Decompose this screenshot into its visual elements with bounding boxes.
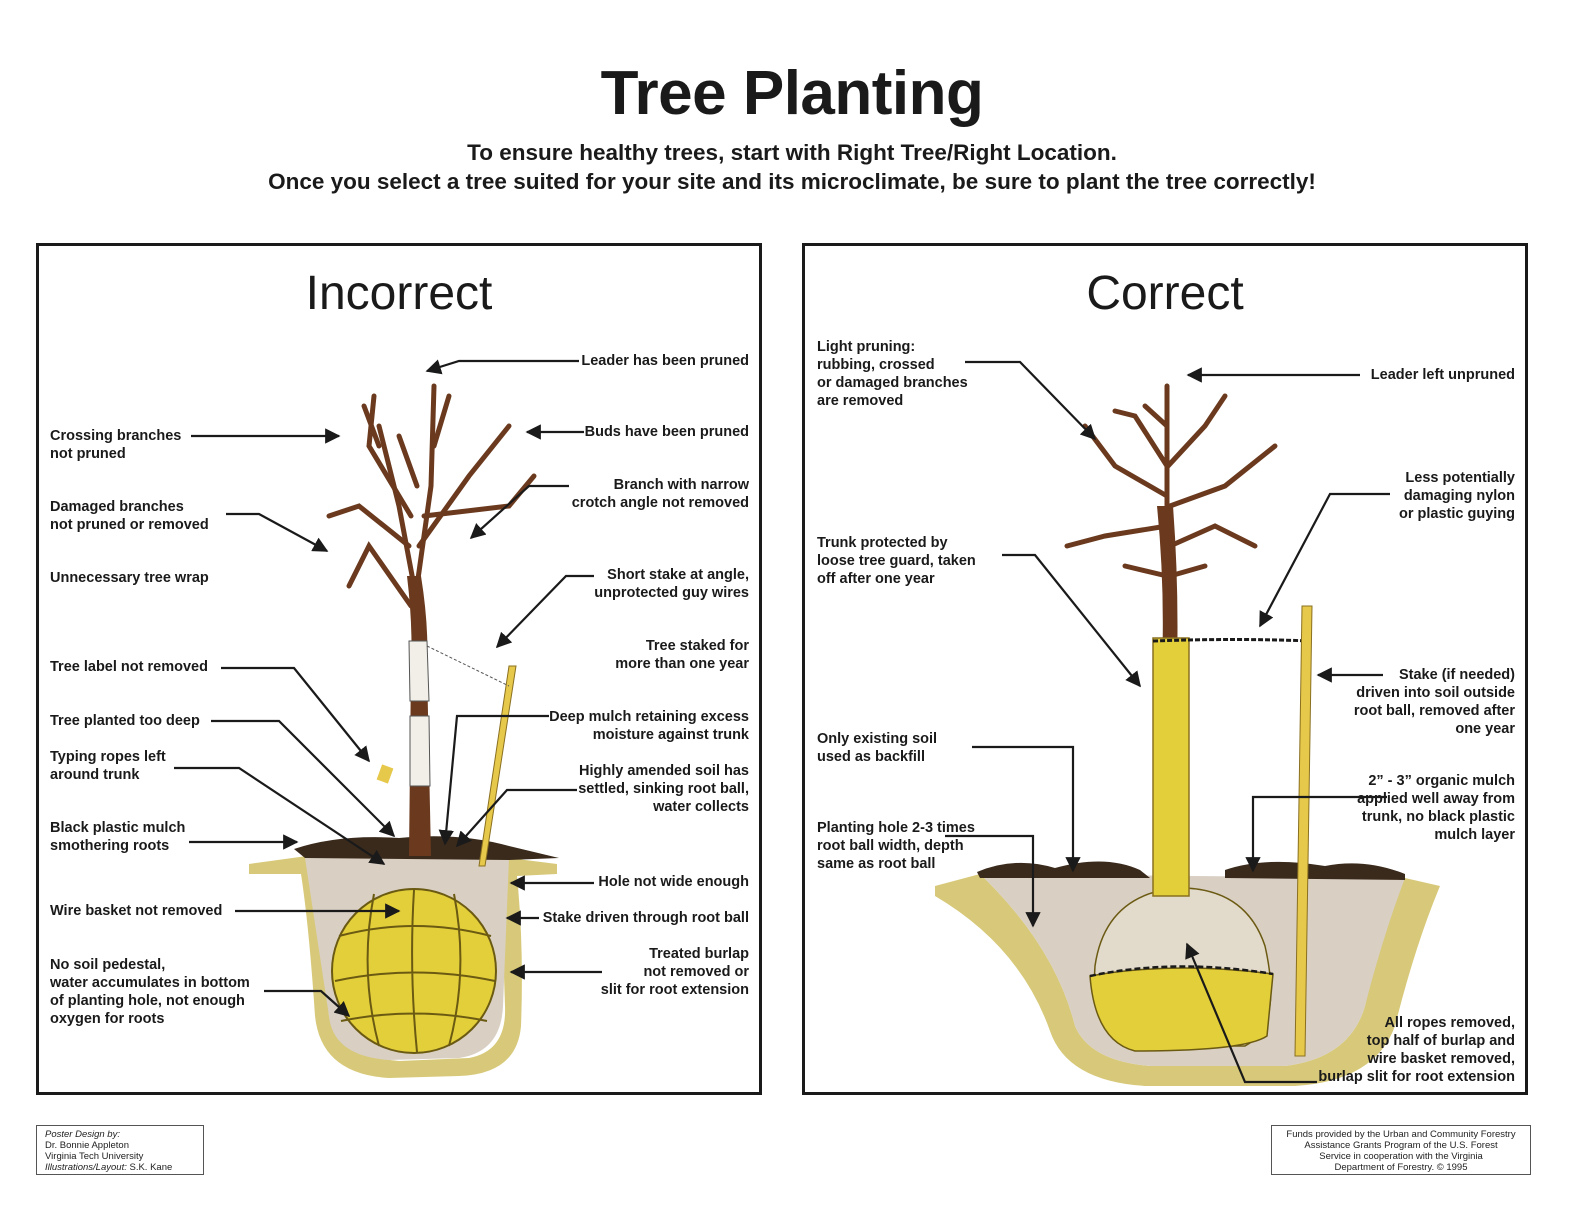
label-plastic-mulch: Black plastic mulch smothering roots: [50, 820, 186, 854]
label-staked-long: Tree staked for more than one year: [615, 638, 749, 672]
incorrect-heading: Incorrect: [305, 267, 493, 320]
incorrect-panel: Incorrect: [36, 243, 762, 1095]
correct-heading: Correct: [1086, 267, 1244, 320]
credit-poster-design: Poster Design by: Dr. Bonnie Appleton Vi…: [36, 1125, 204, 1175]
label-light-pruning: Light pruning: rubbing, crossed or damag…: [817, 339, 968, 409]
correct-mulch: [977, 861, 1150, 878]
correct-panel: Correct: [802, 243, 1528, 1095]
incorrect-illustration: [174, 359, 602, 1078]
label-planting-hole: Planting hole 2-3 times root ball width,…: [817, 820, 975, 872]
label-treated-burlap: Treated burlap not removed or slit for r…: [600, 946, 749, 998]
credit-designer: Dr. Bonnie Appleton Virginia Tech Univer…: [45, 1140, 144, 1162]
label-damaged-branches: Damaged branches not pruned or removed: [50, 499, 209, 533]
credit-funding: Funds provided by the Urban and Communit…: [1271, 1125, 1531, 1175]
label-short-stake: Short stake at angle, unprotected guy wi…: [594, 567, 749, 601]
label-stake-through: Stake driven through root ball: [542, 910, 749, 926]
incorrect-branches: [326, 383, 537, 609]
page-title: Tree Planting: [600, 59, 984, 128]
subtitle-line-2: Once you select a tree suited for your s…: [268, 169, 1316, 194]
label-organic-mulch: 2” - 3” organic mulch applied well away …: [1357, 773, 1515, 843]
correct-stake: [1294, 605, 1313, 1057]
label-leader-pruned: Leader has been pruned: [581, 353, 749, 369]
label-planted-deep: Tree planted too deep: [50, 713, 200, 729]
label-amended-soil: Highly amended soil has settled, sinking…: [578, 763, 749, 815]
label-deep-mulch: Deep mulch retaining excess moisture aga…: [549, 709, 749, 743]
subtitle-line-1: To ensure healthy trees, start with Righ…: [467, 140, 1117, 165]
label-wire-basket: Wire basket not removed: [50, 903, 223, 919]
label-buds-pruned: Buds have been pruned: [584, 424, 749, 440]
label-tree-wrap: Unnecessary tree wrap: [50, 570, 209, 586]
label-tree-label: Tree label not removed: [50, 659, 208, 675]
credit-design-heading: Poster Design by:: [45, 1129, 120, 1140]
label-no-pedestal: No soil pedestal, water accumulates in b…: [50, 957, 250, 1027]
label-narrow-crotch: Branch with narrow crotch angle not remo…: [571, 477, 749, 511]
correct-illustration: [935, 360, 1440, 1086]
incorrect-ground: [249, 856, 557, 1078]
label-stake-needed: Stake (if needed) driven into soil outsi…: [1353, 667, 1515, 737]
label-hole-narrow: Hole not wide enough: [598, 874, 749, 890]
incorrect-stake: [478, 665, 517, 867]
label-existing-soil: Only existing soil used as backfill: [817, 731, 938, 765]
label-crossing-branches: Crossing branches not pruned: [50, 428, 182, 462]
correct-tree-guard: [1152, 637, 1190, 897]
label-tree-guard: Trunk protected by loose tree guard, tak…: [817, 535, 976, 587]
label-leader-unpruned: Leader left unpruned: [1370, 367, 1515, 383]
credit-illustrations-heading: Illustrations/Layout:: [45, 1162, 127, 1173]
label-nylon-guying: Less potentially damaging nylon or plast…: [1398, 470, 1515, 522]
credit-illustrator: S.K. Kane: [129, 1162, 173, 1173]
label-typing-ropes: Typing ropes left around trunk: [50, 749, 166, 783]
correct-ground: [935, 874, 1440, 1086]
label-ropes-removed: All ropes removed, top half of burlap an…: [1318, 1015, 1515, 1085]
correct-branches: [1064, 383, 1278, 579]
